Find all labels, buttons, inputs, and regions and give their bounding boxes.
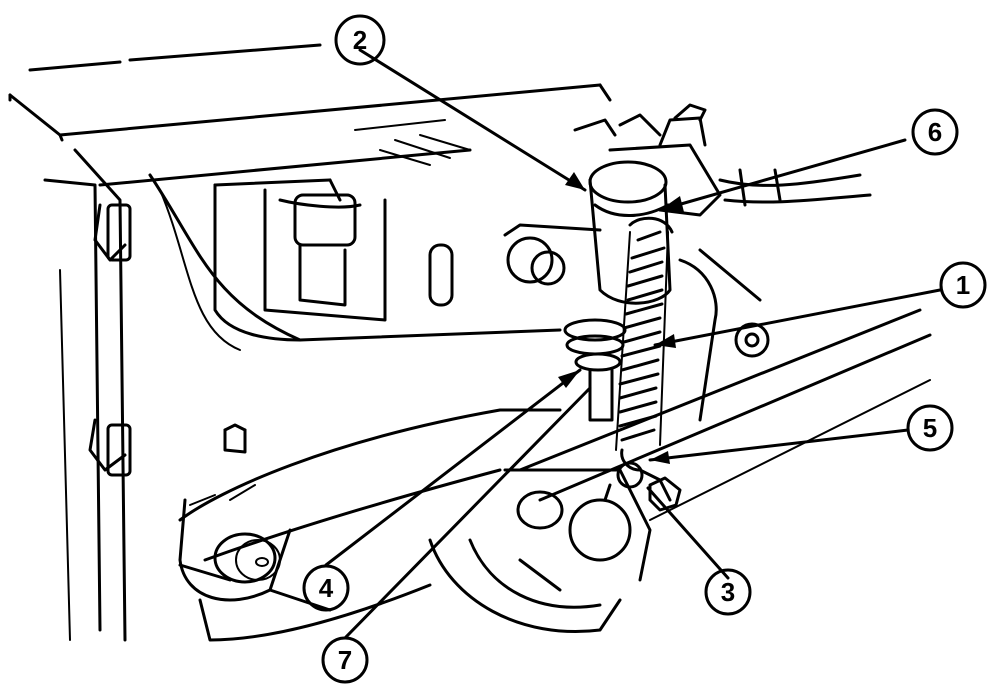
mount-bolt-icon — [734, 322, 770, 358]
left-frame-rail — [43, 148, 127, 642]
valve-fitting — [608, 103, 722, 217]
valve-collar — [563, 318, 627, 422]
callout-6: 6 — [911, 108, 959, 156]
svg-text:5: 5 — [923, 413, 937, 443]
pivot-bolt — [503, 223, 602, 286]
svg-text:1: 1 — [956, 270, 970, 300]
leader-lines — [324, 48, 942, 640]
svg-text:2: 2 — [353, 25, 367, 55]
right-mount-plate — [678, 248, 762, 422]
pedal-arm — [178, 408, 562, 562]
return-spring — [615, 216, 674, 472]
slot-opening — [428, 243, 454, 307]
callout-7: 7 — [321, 636, 369, 684]
nut-icon — [648, 476, 682, 512]
callout-5: 5 — [906, 404, 954, 452]
svg-text:6: 6 — [928, 117, 942, 147]
crank-assembly — [428, 468, 652, 633]
svg-text:7: 7 — [338, 645, 352, 675]
callout-4: 4 — [302, 564, 350, 612]
valve-body — [573, 113, 672, 305]
bolt-head — [106, 203, 132, 477]
pedal-hub — [178, 498, 292, 602]
pedal-boss — [263, 188, 387, 322]
gear-hub-icon — [235, 539, 281, 581]
housing-outline — [8, 43, 612, 187]
callout-1: 1 — [939, 261, 987, 309]
bracket-body — [148, 173, 562, 351]
callout-2: 2 — [334, 14, 386, 66]
callout-3: 3 — [704, 568, 752, 616]
svg-text:3: 3 — [721, 577, 735, 607]
pedal-lower-arm — [198, 583, 432, 642]
control-rod — [518, 308, 932, 521]
stop-bolt — [223, 423, 247, 454]
arrowheads — [558, 172, 684, 464]
svg-text:4: 4 — [319, 573, 334, 603]
